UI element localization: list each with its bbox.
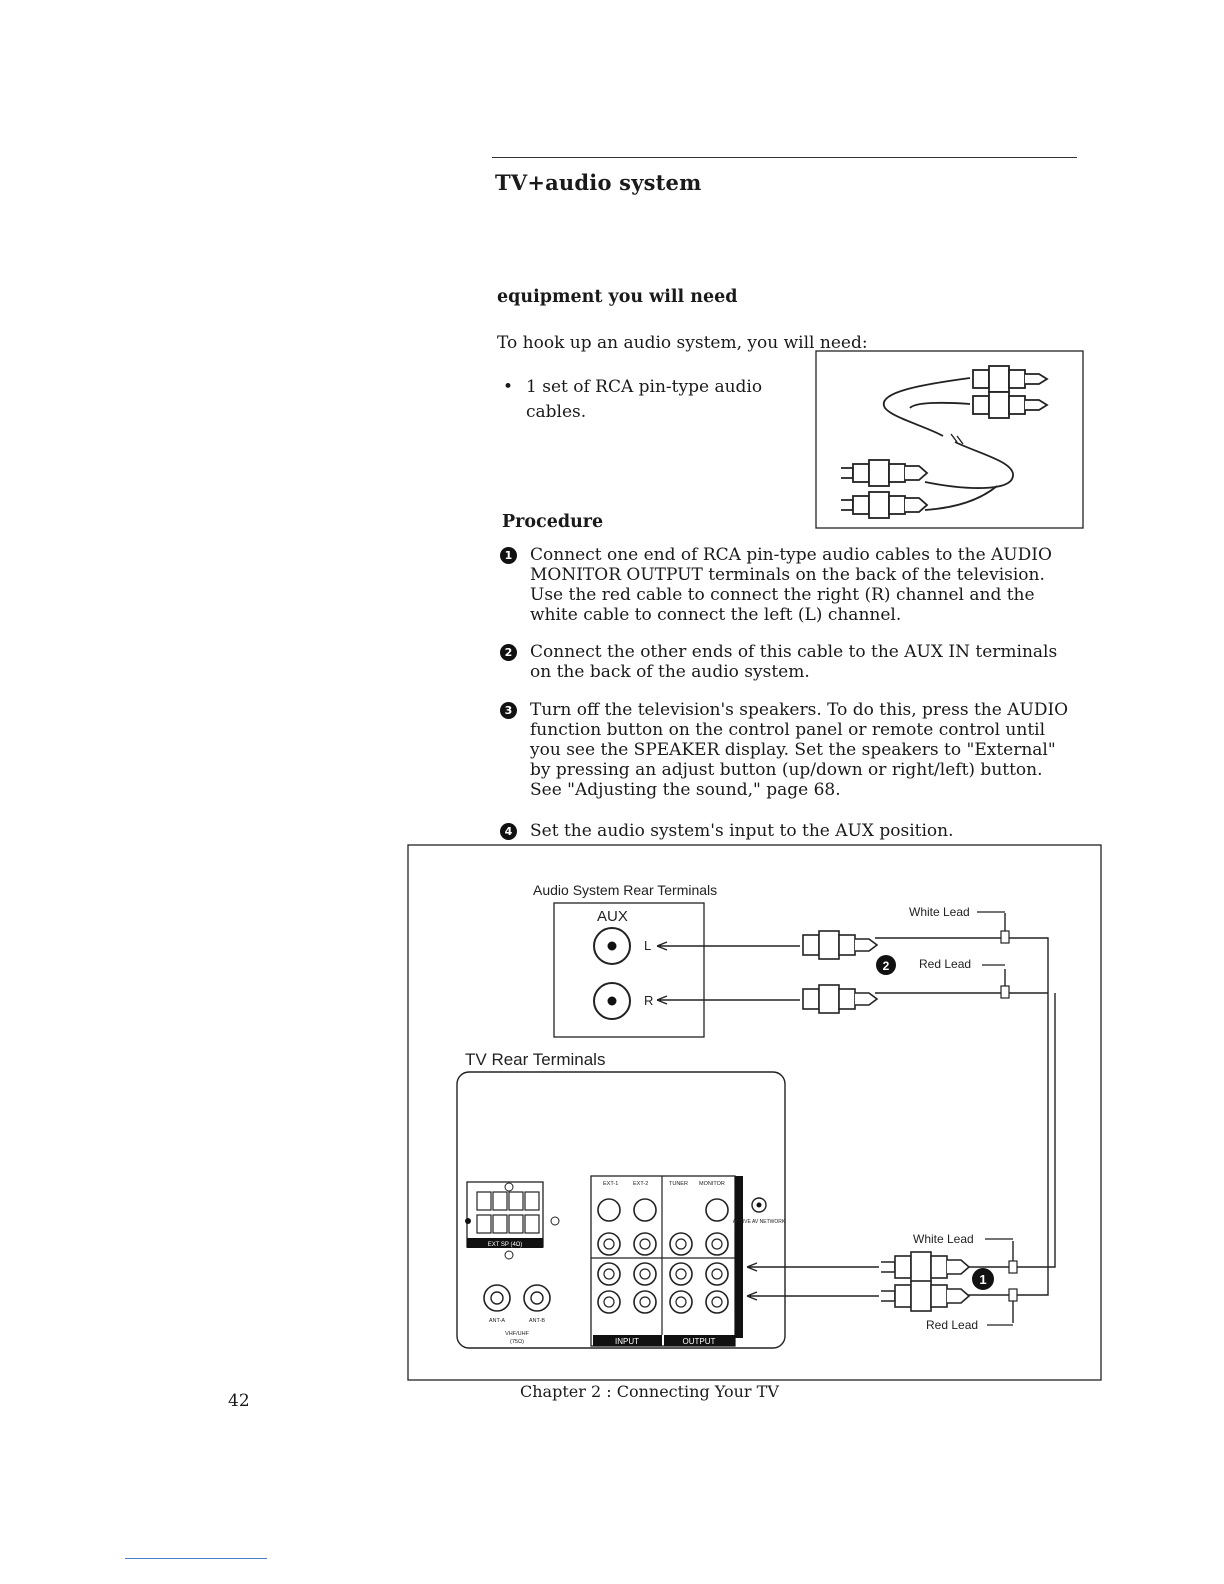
active-av-label: ACTIVE AV NETWORK	[733, 1219, 786, 1225]
rca-plug-bottom-2	[841, 491, 929, 519]
tv-rear-label: TV Rear Terminals	[465, 1050, 605, 1069]
marker-top	[876, 955, 896, 975]
step-number-1: 1	[500, 547, 517, 564]
page-title: TV+audio system	[495, 170, 702, 195]
rca-plug-top-2	[972, 391, 1049, 419]
tv-red-plug	[881, 1280, 971, 1312]
marker-bottom	[972, 1268, 994, 1290]
aux-left-jack-pin	[607, 941, 617, 951]
page-number: 42	[228, 1391, 250, 1411]
step-text-1: Connect one end of RCA pin-type audio ca…	[530, 545, 1052, 625]
white-lead-top-label: White Lead	[909, 905, 970, 919]
audio-system-label: Audio System Rear Terminals	[533, 882, 717, 898]
aux-left-label: L	[644, 938, 651, 953]
chapter-footer: Chapter 2 : Connecting Your TV	[520, 1382, 779, 1401]
red-lead-marker-top	[1000, 985, 1010, 999]
red-lead-top-label: Red Lead	[919, 957, 971, 971]
ant-b-label: ANT-B	[529, 1318, 546, 1324]
audio-terminal-panel	[553, 902, 705, 1038]
step-number-4: 4	[500, 823, 517, 840]
red-lead-bottom-label: Red Lead	[926, 1318, 978, 1332]
rca-cable-illustration	[815, 350, 1084, 529]
vhf-uhf-label: VHF/UHF	[505, 1331, 529, 1337]
ext-sp-screw-right	[550, 1216, 560, 1226]
ext-sp-screw-top	[504, 1182, 514, 1192]
procedure-step-3: 3 Turn off the television's speakers. To…	[500, 700, 1077, 800]
cable-break-mark	[950, 433, 964, 445]
ext-speaker-terminals	[476, 1191, 540, 1234]
audio-left-jacks	[597, 1262, 729, 1286]
tv-rear-panel	[456, 1071, 786, 1349]
ext1-label: EXT-1	[603, 1181, 618, 1187]
ext2-label: EXT-2	[633, 1181, 648, 1187]
step-number-2: 2	[500, 644, 517, 661]
step-text-3: Turn off the television's speakers. To d…	[530, 700, 1069, 800]
diagram-frame	[407, 844, 1102, 1381]
av-side-bar	[735, 1176, 743, 1338]
rca-plug-bottom-1	[841, 459, 929, 487]
bottom-rule	[125, 1558, 267, 1559]
red-lead-marker-bottom	[1008, 1288, 1018, 1302]
procedure-step-1: 1 Connect one end of RCA pin-type audio …	[500, 545, 1077, 625]
tuner-label: TUNER	[669, 1181, 688, 1187]
white-lead-marker-bottom	[1008, 1260, 1018, 1274]
procedure-step-2: 2 Connect the other ends of this cable t…	[500, 642, 1077, 682]
step-number-3: 3	[500, 702, 517, 719]
step-text-2: Connect the other ends of this cable to …	[530, 642, 1058, 682]
ext-sp-label: EXT SP (4Ω)	[488, 1242, 523, 1248]
equipment-bullet: • 1 set of RCA pin-type audio cables.	[503, 375, 793, 425]
jack-centers	[603, 1238, 723, 1308]
video-jacks	[597, 1232, 729, 1256]
tv-white-plug	[881, 1251, 971, 1283]
audio-white-plug	[802, 930, 879, 960]
ext-sp-screw-bottom	[504, 1250, 514, 1260]
white-lead-bottom-label: White Lead	[913, 1232, 974, 1246]
aux-label: AUX	[597, 908, 628, 925]
connection-diagram: Audio System Rear Terminals AUX L R Whit…	[407, 844, 1102, 1381]
av-block-dividers	[591, 1176, 735, 1335]
monitor-label: MONITOR	[699, 1181, 725, 1187]
marker-bottom-number: 1	[979, 1272, 986, 1287]
aux-right-jack-pin	[607, 996, 617, 1006]
svideo-jacks	[597, 1198, 729, 1222]
ext-sp-dot-left	[465, 1218, 471, 1224]
marker-top-number: 2	[883, 959, 890, 973]
audio-red-plug	[802, 984, 879, 1014]
section-heading: equipment you will need	[497, 287, 738, 307]
audio-lead-lines	[656, 913, 1049, 1296]
cable-lines	[882, 377, 1014, 511]
intro-text: To hook up an audio system, you will nee…	[497, 333, 868, 353]
ext-sp-label-bar	[467, 1238, 543, 1248]
output-label: OUTPUT	[683, 1337, 716, 1346]
procedure-step-4: 4 Set the audio system's input to the AU…	[500, 821, 1077, 841]
title-rule	[492, 157, 1077, 158]
illustration-frame	[815, 350, 1084, 529]
aux-right-label: R	[644, 993, 653, 1008]
rca-plug-top-1	[972, 365, 1049, 393]
input-label: INPUT	[615, 1337, 639, 1346]
procedure-heading: Procedure	[502, 512, 604, 532]
output-label-bar	[664, 1335, 735, 1346]
white-lead-marker-top	[1000, 930, 1010, 944]
bullet-dot: •	[503, 377, 514, 397]
ohm-label: (75Ω)	[510, 1339, 524, 1345]
bullet-text: 1 set of RCA pin-type audio cables.	[526, 377, 763, 422]
ant-a-label: ANT-A	[489, 1318, 506, 1324]
input-label-bar	[593, 1335, 662, 1346]
step-text-4: Set the audio system's input to the AUX …	[530, 821, 954, 841]
audio-right-jacks	[597, 1290, 729, 1314]
